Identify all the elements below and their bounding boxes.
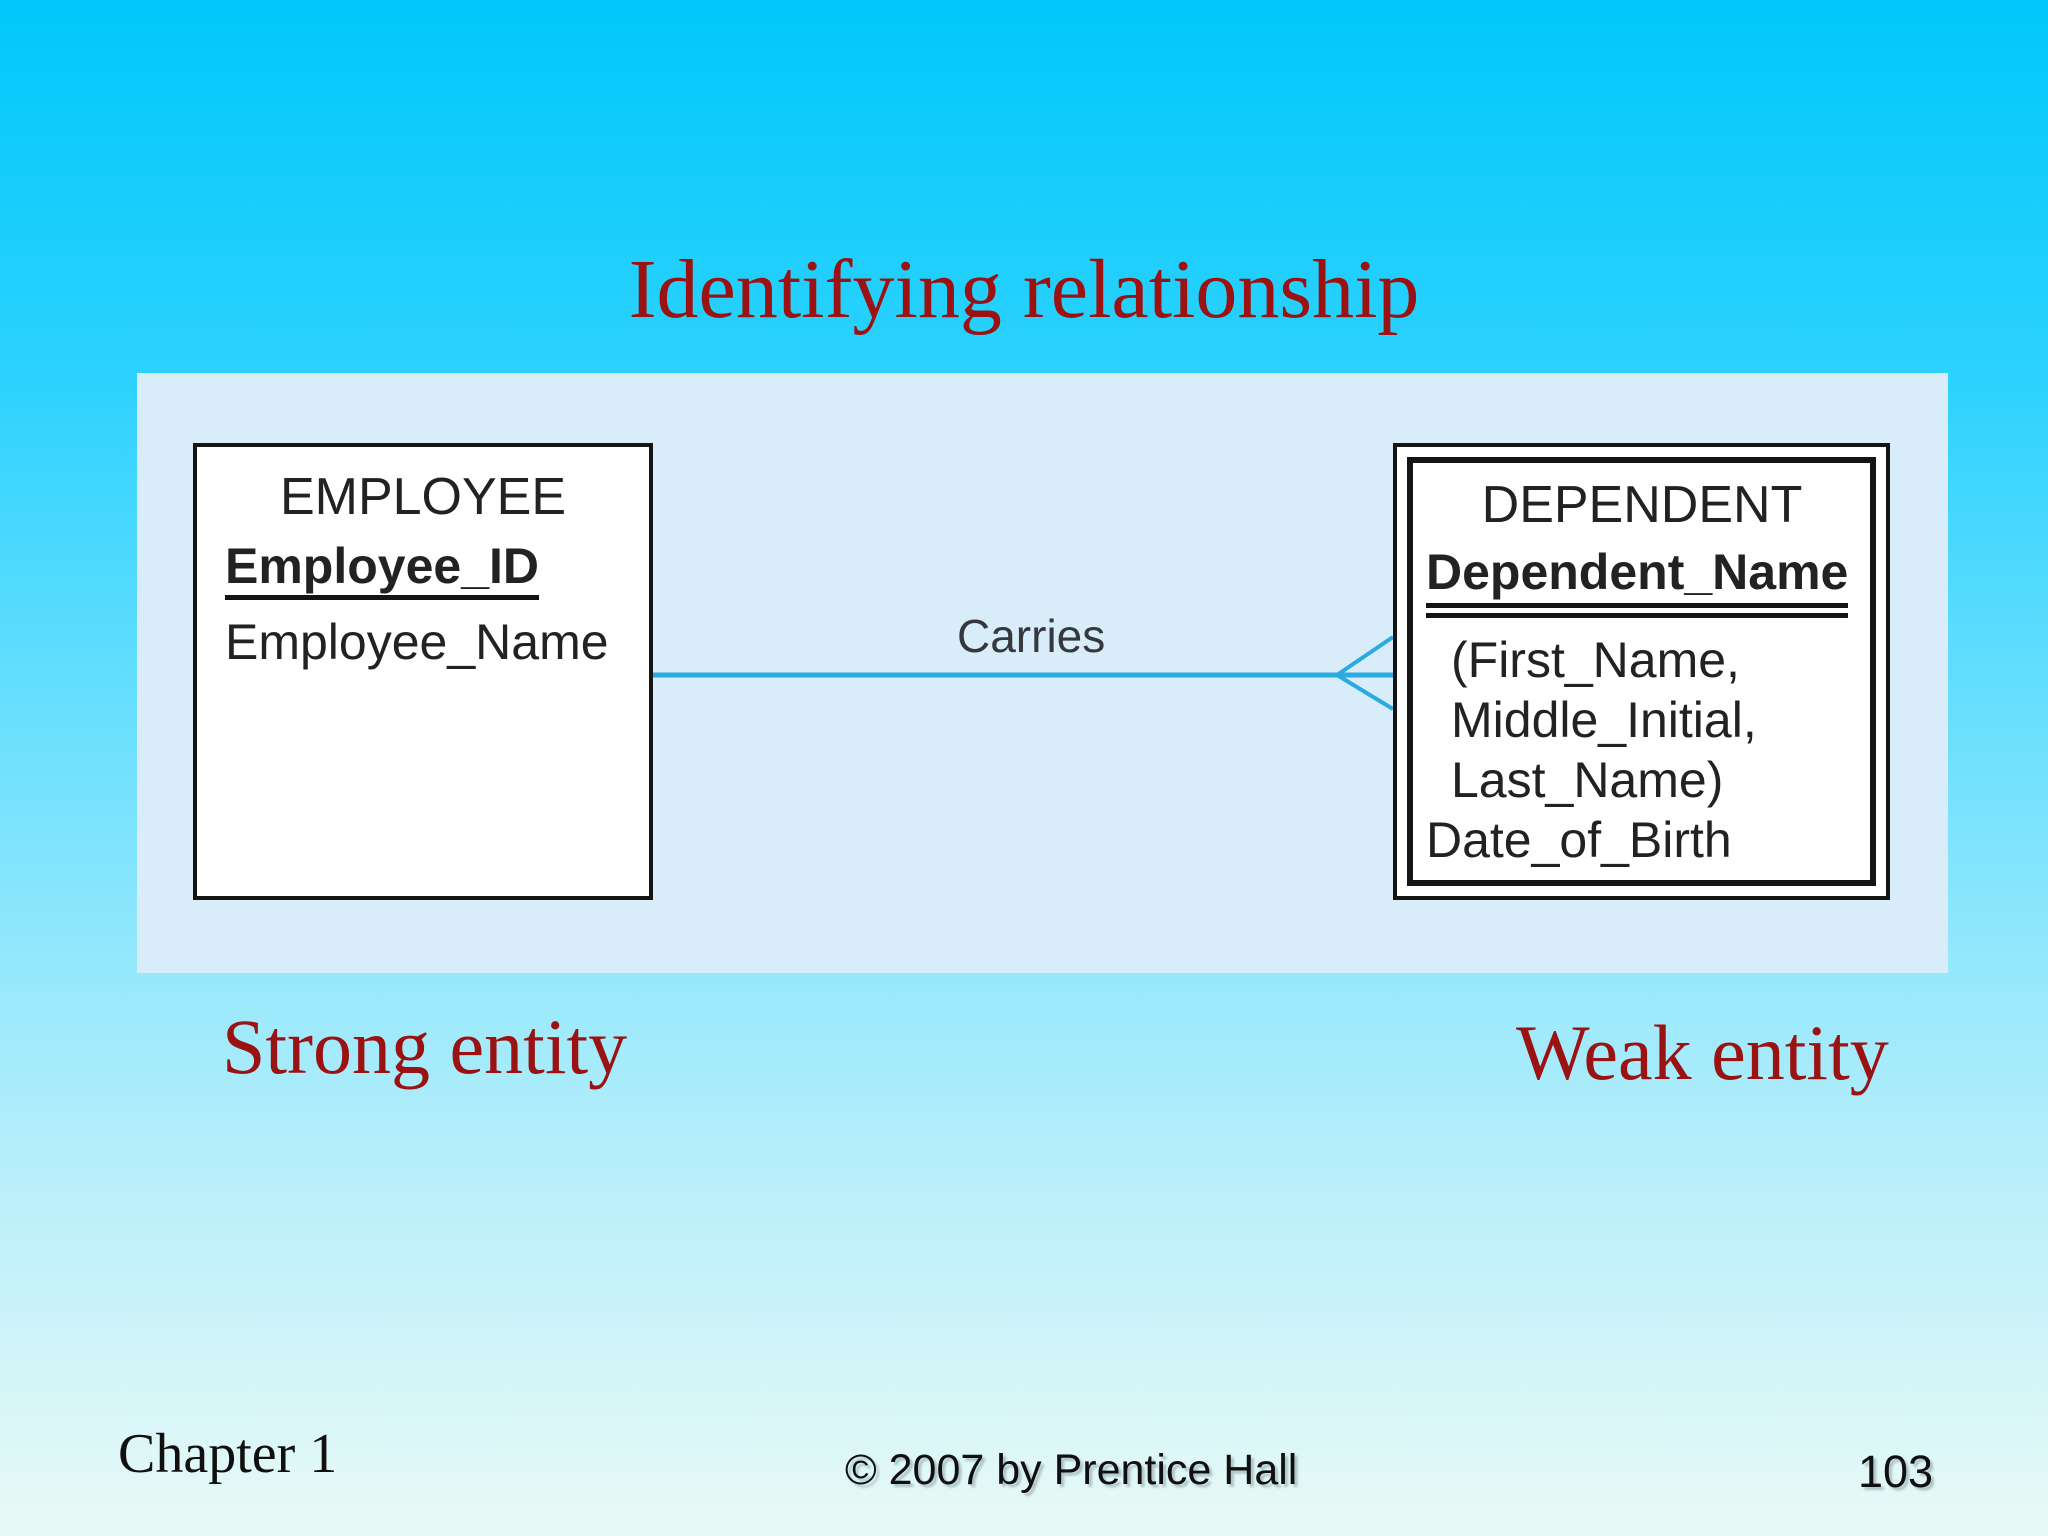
key-attribute-row: Dependent_Name (1426, 547, 1858, 618)
diagram-panel: Carries EMPLOYEE Employee_ID Employee_Na… (137, 373, 1948, 973)
entity-name: EMPLOYEE (279, 468, 567, 526)
attribute: Employee_Name (225, 614, 609, 670)
attribute: Date_of_Birth (1426, 812, 1732, 868)
strong-entity-annotation: Strong entity (222, 1003, 628, 1090)
key-attribute: Dependent_Name (1426, 547, 1849, 618)
attribute: (First_Name, (1451, 632, 1740, 688)
entity-employee: EMPLOYEE Employee_ID Employee_Name (193, 443, 653, 900)
entity-dependent-inner-border: DEPENDENT Dependent_Name (First_Name, Mi… (1407, 457, 1876, 886)
weak-entity-annotation: Weak entity (1516, 1009, 1889, 1096)
attribute: Last_Name) (1451, 752, 1724, 808)
relationship-label: Carries (957, 610, 1106, 662)
page-title: Identifying relationship (628, 243, 1420, 336)
key-attribute: Employee_ID (225, 541, 540, 600)
key-attribute-row: Employee_ID (225, 541, 649, 600)
entity-name: DEPENDENT (1481, 476, 1803, 534)
footer-chapter: Chapter 1 (118, 1423, 338, 1485)
entity-dependent: DEPENDENT Dependent_Name (First_Name, Mi… (1393, 443, 1890, 900)
footer-copyright: © 2007 by Prentice Hall (845, 1446, 1298, 1494)
attribute: Middle_Initial, (1451, 692, 1757, 748)
footer-page-number: 103 (1858, 1446, 1934, 1497)
